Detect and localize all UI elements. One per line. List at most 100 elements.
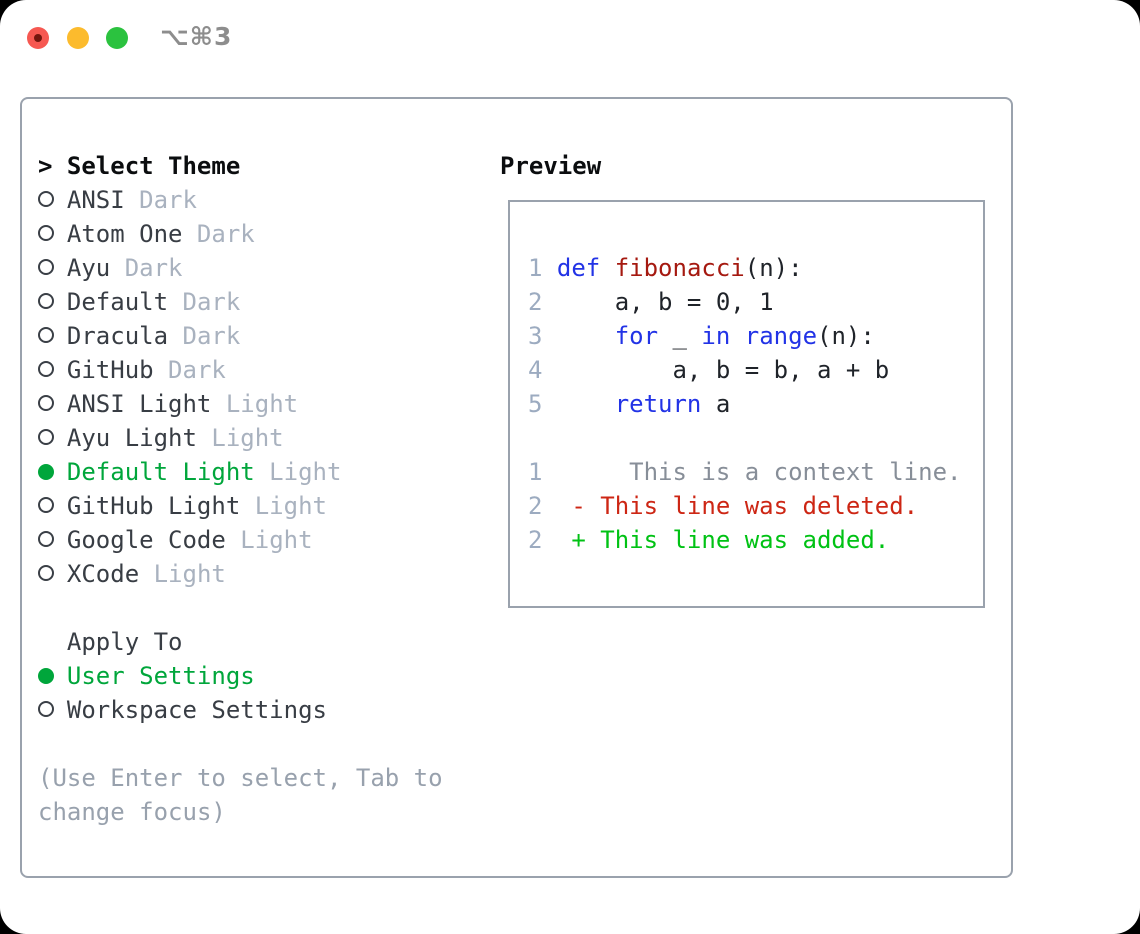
- radio-icon: [38, 327, 54, 343]
- code-segment: - This line was deleted.: [556, 492, 919, 520]
- hint-line-1: (Use Enter to select, Tab to: [38, 764, 443, 792]
- radio-selected-icon: [38, 464, 54, 480]
- theme-item-variant: Light: [254, 458, 342, 486]
- radio-icon: [38, 191, 54, 207]
- theme-item-github[interactable]: GitHub Dark: [38, 353, 341, 387]
- code-segment: for: [614, 322, 659, 350]
- theme-item-default[interactable]: Default Dark: [38, 285, 341, 319]
- theme-item-ansi[interactable]: ANSI Dark: [38, 183, 341, 217]
- theme-item-label: ANSI: [66, 186, 125, 214]
- theme-item-variant: Dark: [124, 186, 197, 214]
- theme-item-variant: Dark: [168, 322, 241, 350]
- code-segment: a, b = 0, 1: [556, 288, 774, 316]
- theme-item-xcode[interactable]: XCode Light: [38, 557, 341, 591]
- preview-box: [508, 200, 985, 608]
- theme-item-variant: Dark: [182, 220, 255, 248]
- theme-item-label: Ayu: [66, 254, 111, 282]
- theme-item-label: GitHub: [66, 356, 154, 384]
- titlebar: ⌥⌘3: [0, 0, 1140, 76]
- theme-item-variant: Light: [240, 492, 327, 520]
- code-line: 5 return a: [528, 387, 961, 421]
- code-segment: [600, 254, 614, 282]
- code-segment: + This line was added.: [556, 526, 890, 554]
- code-segment: a, b = b, a + b: [556, 356, 890, 384]
- code-segment: range: [744, 322, 818, 350]
- line-number: 1: [528, 458, 543, 486]
- window-title: ⌥⌘3: [160, 22, 233, 51]
- hint-line-2: change focus): [38, 798, 226, 826]
- theme-item-google-code[interactable]: Google Code Light: [38, 523, 341, 557]
- code-segment: fibonacci: [614, 254, 745, 282]
- theme-item-github-light[interactable]: GitHub Light Light: [38, 489, 341, 523]
- code-segment: [557, 322, 615, 350]
- code-line: 2 + This line was added.: [528, 523, 961, 557]
- theme-item-label: ANSI Light: [66, 390, 212, 418]
- code-line: 3 for _ in range(n):: [528, 319, 961, 353]
- code-segment: (n):: [744, 254, 803, 282]
- main-panel: [20, 97, 1013, 878]
- theme-list-header-label: Select Theme: [66, 152, 241, 180]
- theme-item-label: Atom One: [66, 220, 183, 248]
- apply-option-user-settings[interactable]: User Settings: [38, 659, 327, 693]
- line-number: 3: [528, 322, 543, 350]
- line-number: 1: [528, 254, 543, 282]
- theme-item-variant: Light: [139, 560, 226, 588]
- theme-item-label: XCode: [66, 560, 140, 588]
- code-segment: a: [701, 390, 731, 418]
- theme-item-label: Ayu Light: [66, 424, 197, 452]
- line-number: 5: [528, 390, 543, 418]
- code-segment: _: [658, 322, 702, 350]
- apply-option-label: User Settings: [66, 662, 255, 690]
- theme-item-default-light[interactable]: Default Light Light: [38, 455, 341, 489]
- radio-icon: [38, 701, 54, 717]
- theme-item-variant: Light: [196, 424, 284, 452]
- code-line: 1 This is a context line.: [528, 455, 961, 489]
- code-segment: return: [614, 390, 702, 418]
- radio-icon: [38, 293, 54, 309]
- radio-icon: [38, 565, 54, 581]
- line-number: 2: [528, 288, 543, 316]
- radio-icon: [38, 429, 54, 445]
- code-segment: in: [701, 322, 731, 350]
- theme-item-label: Default: [66, 288, 169, 316]
- code-segment: def: [556, 254, 601, 282]
- theme-list-header: > Select Theme: [38, 149, 341, 183]
- code-line: 4 a, b = b, a + b: [528, 353, 961, 387]
- code-segment: [557, 390, 615, 418]
- theme-item-ansi-light[interactable]: ANSI Light Light: [38, 387, 341, 421]
- theme-item-variant: Dark: [168, 288, 241, 316]
- zoom-button-icon[interactable]: [106, 27, 128, 49]
- theme-item-atom-one[interactable]: Atom One Dark: [38, 217, 341, 251]
- radio-icon: [38, 531, 54, 547]
- preview-title: Preview: [500, 152, 602, 180]
- radio-icon: [38, 395, 54, 411]
- selection-caret-icon: >: [38, 152, 67, 180]
- theme-item-variant: Dark: [110, 254, 183, 282]
- theme-item-label: Dracula: [66, 322, 169, 350]
- apply-to-header-label: Apply To: [66, 628, 183, 656]
- line-number: 2: [528, 492, 543, 520]
- radio-icon: [38, 497, 54, 513]
- code-segment: (n):: [817, 322, 875, 350]
- minimize-button-icon[interactable]: [67, 27, 89, 49]
- code-line: [528, 421, 961, 455]
- theme-item-variant: Dark: [153, 356, 226, 384]
- theme-item-ayu-light[interactable]: Ayu Light Light: [38, 421, 341, 455]
- theme-item-variant: Light: [211, 390, 299, 418]
- apply-option-label: Workspace Settings: [66, 696, 327, 724]
- code-segment: This is a context line.: [556, 458, 962, 486]
- radio-icon: [38, 225, 54, 241]
- apply-option-workspace-settings[interactable]: Workspace Settings: [38, 693, 327, 727]
- theme-item-ayu[interactable]: Ayu Dark: [38, 251, 341, 285]
- radio-icon: [38, 361, 54, 377]
- theme-item-dracula[interactable]: Dracula Dark: [38, 319, 341, 353]
- code-segment: [730, 322, 744, 350]
- close-button-icon[interactable]: [27, 27, 49, 49]
- radio-icon: [38, 259, 54, 275]
- code-line: 1 def fibonacci(n):: [528, 251, 961, 285]
- theme-item-variant: Light: [225, 526, 313, 554]
